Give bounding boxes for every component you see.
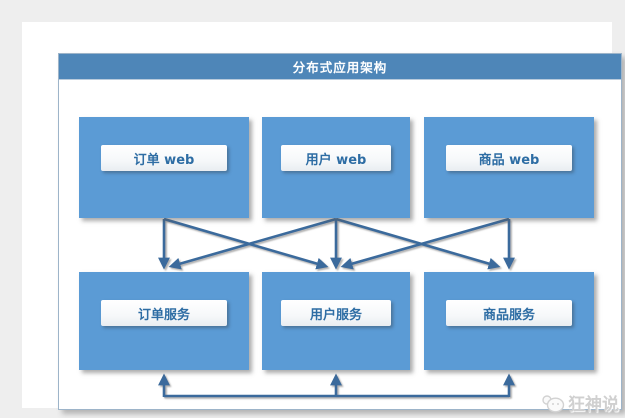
connector-arrows (158, 217, 515, 398)
watermark-logo-icon (541, 393, 565, 413)
diagram-title: 分布式应用架构 (292, 60, 388, 75)
page-canvas: 分布式应用架构 (22, 22, 622, 410)
node-user-service-label: 用户服务 (281, 300, 391, 326)
node-user-service: 用户服务 (262, 272, 410, 370)
diagram-title-bar: 分布式应用架构 (59, 54, 621, 80)
node-order-service-label: 订单服务 (101, 300, 227, 326)
node-user-web: 用户 web (262, 117, 410, 218)
node-user-web-label: 用户 web (281, 145, 391, 171)
diagram-body: 订单 web 用户 web 商品 web 订单服务 用户服务 商品服务 (59, 80, 621, 409)
node-order-service: 订单服务 (79, 272, 249, 370)
watermark-text: 狂神说 (568, 395, 619, 415)
architecture-diagram-panel: 分布式应用架构 (58, 53, 622, 410)
node-product-service: 商品服务 (424, 272, 594, 370)
node-order-web-label: 订单 web (101, 145, 227, 171)
node-product-service-label: 商品服务 (446, 300, 572, 326)
watermark: 狂神说 (541, 390, 619, 415)
node-product-web-label: 商品 web (446, 145, 572, 171)
node-product-web: 商品 web (424, 117, 594, 218)
node-order-web: 订单 web (79, 117, 249, 218)
